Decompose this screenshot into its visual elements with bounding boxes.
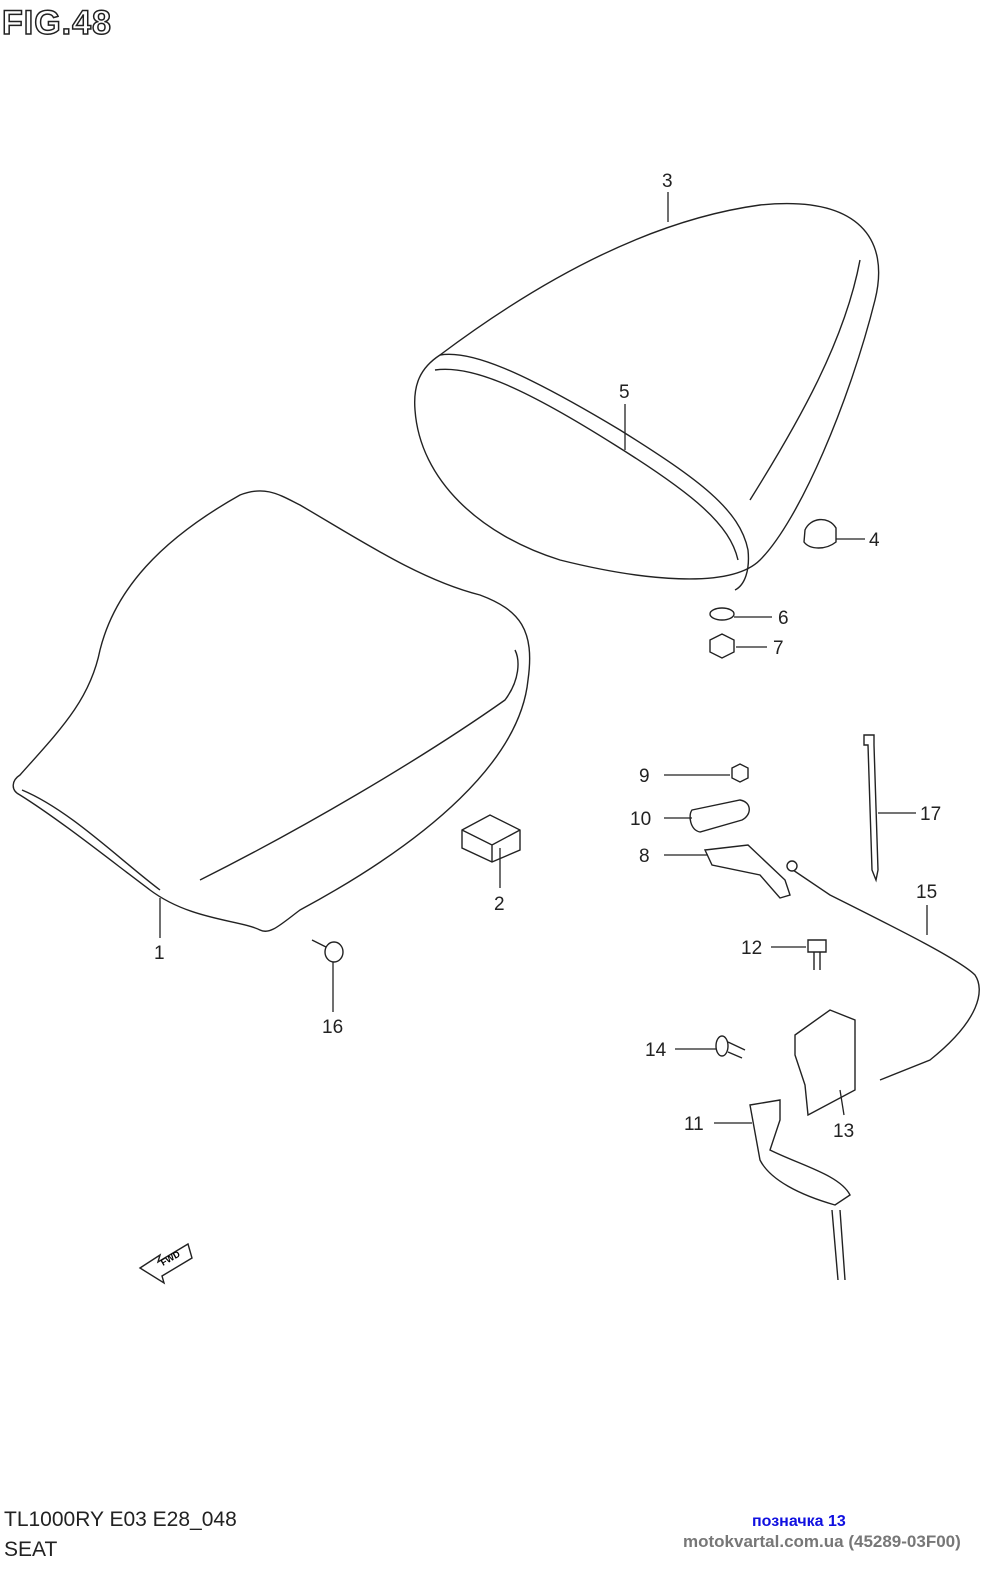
front-seat-part-1[interactable] — [12, 490, 531, 932]
callout-5[interactable]: 5 — [619, 382, 630, 403]
plate-part-10[interactable] — [689, 799, 750, 833]
callout-2[interactable]: 2 — [494, 894, 505, 915]
callout-8[interactable]: 8 — [639, 846, 650, 867]
seat-tail-cover-part-3[interactable] — [413, 203, 880, 591]
leader-lines — [159, 192, 928, 1124]
cushion-part-4[interactable] — [803, 518, 837, 549]
callout-4[interactable]: 4 — [869, 530, 880, 551]
lock-part-11[interactable] — [749, 1099, 851, 1281]
bracket-part-13[interactable] — [794, 1009, 856, 1117]
figure-title: FIG.48 — [1, 3, 112, 43]
callout-9[interactable]: 9 — [639, 766, 650, 787]
callout-1[interactable]: 1 — [154, 943, 165, 964]
bracket-part-8[interactable] — [703, 844, 791, 899]
callout-16[interactable]: 16 — [322, 1017, 343, 1038]
watermark-site: motokvartal.com.ua (45289-03F00) — [683, 1532, 961, 1551]
callout-6[interactable]: 6 — [778, 608, 789, 629]
callout-11[interactable]: 11 — [684, 1114, 704, 1135]
callout-12[interactable]: 12 — [741, 938, 762, 959]
model-code: TL1000RY E03 E28_048 — [4, 1508, 237, 1531]
callout-17[interactable]: 17 — [920, 804, 941, 825]
callout-15[interactable]: 15 — [916, 882, 937, 903]
callout-3[interactable]: 3 — [662, 171, 673, 192]
holder-part-2[interactable] — [461, 814, 521, 863]
tie-part-17[interactable] — [863, 734, 879, 883]
washer-part-6[interactable] — [709, 607, 735, 621]
callout-14[interactable]: 14 — [645, 1040, 667, 1061]
section-title: SEAT — [4, 1538, 58, 1561]
callout-10[interactable]: 10 — [630, 809, 651, 830]
nut-part-7[interactable] — [709, 633, 735, 659]
screw-part-16[interactable] — [311, 939, 344, 963]
watermark-label: позначка 13 — [752, 1513, 846, 1530]
bolt-part-14[interactable] — [715, 1035, 746, 1059]
bolt-part-12[interactable] — [807, 939, 827, 970]
cable-part-15[interactable] — [789, 867, 980, 1081]
callout-13[interactable]: 13 — [833, 1121, 854, 1142]
forward-direction-arrow: FWD — [138, 1242, 193, 1285]
callout-7[interactable]: 7 — [773, 638, 784, 659]
nut-part-9[interactable] — [731, 763, 749, 783]
